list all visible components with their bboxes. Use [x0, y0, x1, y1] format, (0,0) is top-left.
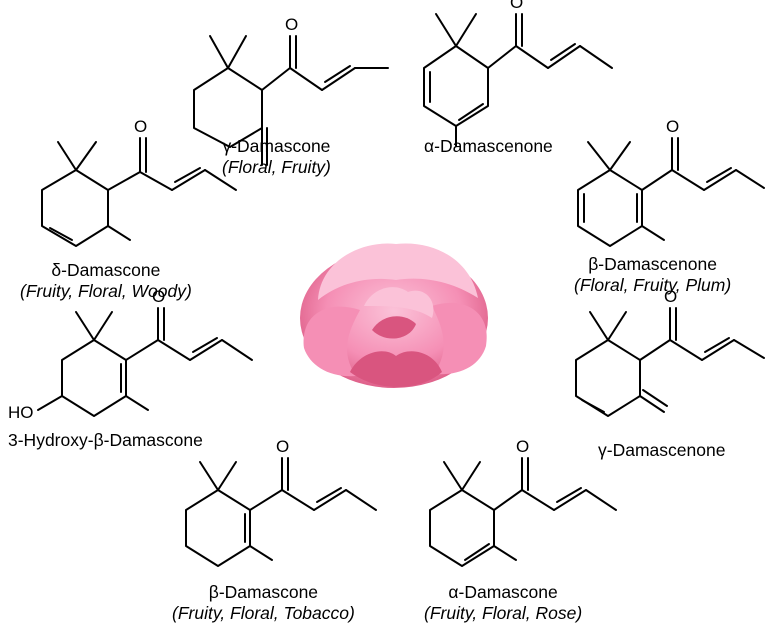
structure-alpha-damascenone: O [423, 0, 613, 147]
carbonyl-oxygen: O [666, 117, 679, 136]
odor-descriptors: (Floral, Fruity, Plum) [574, 275, 732, 295]
label-alpha-damascenone: α-Damascenone [424, 136, 553, 157]
compound-name: α-Damascone [448, 582, 558, 602]
carbonyl-oxygen: O [134, 117, 147, 136]
structure-beta-damascenone: O [577, 117, 765, 247]
label-delta-damascone: δ-Damascone (Fruity, Floral, Woody) [20, 260, 192, 302]
odor-descriptors: (Fruity, Floral, Tobacco) [172, 603, 355, 623]
carbonyl-oxygen: O [285, 15, 298, 34]
odor-descriptors: (Fruity, Floral, Woody) [20, 281, 192, 301]
structure-gamma-damascone: O [193, 15, 389, 166]
compound-name: α-Damascenone [424, 136, 553, 156]
compound-name: β-Damascone [208, 582, 319, 602]
structure-alpha-damascone: O [429, 437, 617, 567]
compound-name: β-Damascenone [588, 254, 717, 274]
carbonyl-oxygen: O [152, 287, 165, 306]
label-beta-damascenone: β-Damascenone (Floral, Fruity, Plum) [574, 254, 731, 296]
compound-name: δ-Damascone [51, 260, 161, 280]
label-gamma-damascenone: γ-Damascenone [598, 440, 725, 461]
label-beta-damascone: β-Damascone (Fruity, Floral, Tobacco) [172, 582, 355, 624]
carbonyl-oxygen: O [664, 287, 677, 306]
structure-3-hydroxy-beta-damascone: O HO [8, 287, 253, 422]
structure-gamma-damascenone: O [575, 287, 765, 417]
odor-descriptors: (Fruity, Floral, Rose) [424, 603, 583, 623]
structure-delta-damascone: O [41, 117, 237, 247]
carbonyl-oxygen: O [516, 437, 529, 456]
label-alpha-damascone: α-Damascone (Fruity, Floral, Rose) [424, 582, 582, 624]
odor-descriptors: (Floral, Fruity) [222, 157, 331, 177]
carbonyl-oxygen: O [510, 0, 523, 12]
compound-name: γ-Damascenone [598, 440, 726, 460]
rose-image [300, 243, 488, 388]
carbonyl-oxygen: O [276, 437, 289, 456]
label-gamma-damascone: γ-Damascone (Floral, Fruity) [222, 136, 331, 178]
compound-name: γ-Damascone [222, 136, 331, 156]
label-3-hydroxy-beta-damascone: 3-Hydroxy-β-Damascone [8, 430, 203, 451]
hydroxyl-group: HO [8, 403, 34, 422]
compound-name: 3-Hydroxy-β-Damascone [8, 430, 203, 450]
structure-beta-damascone: O [185, 437, 377, 567]
